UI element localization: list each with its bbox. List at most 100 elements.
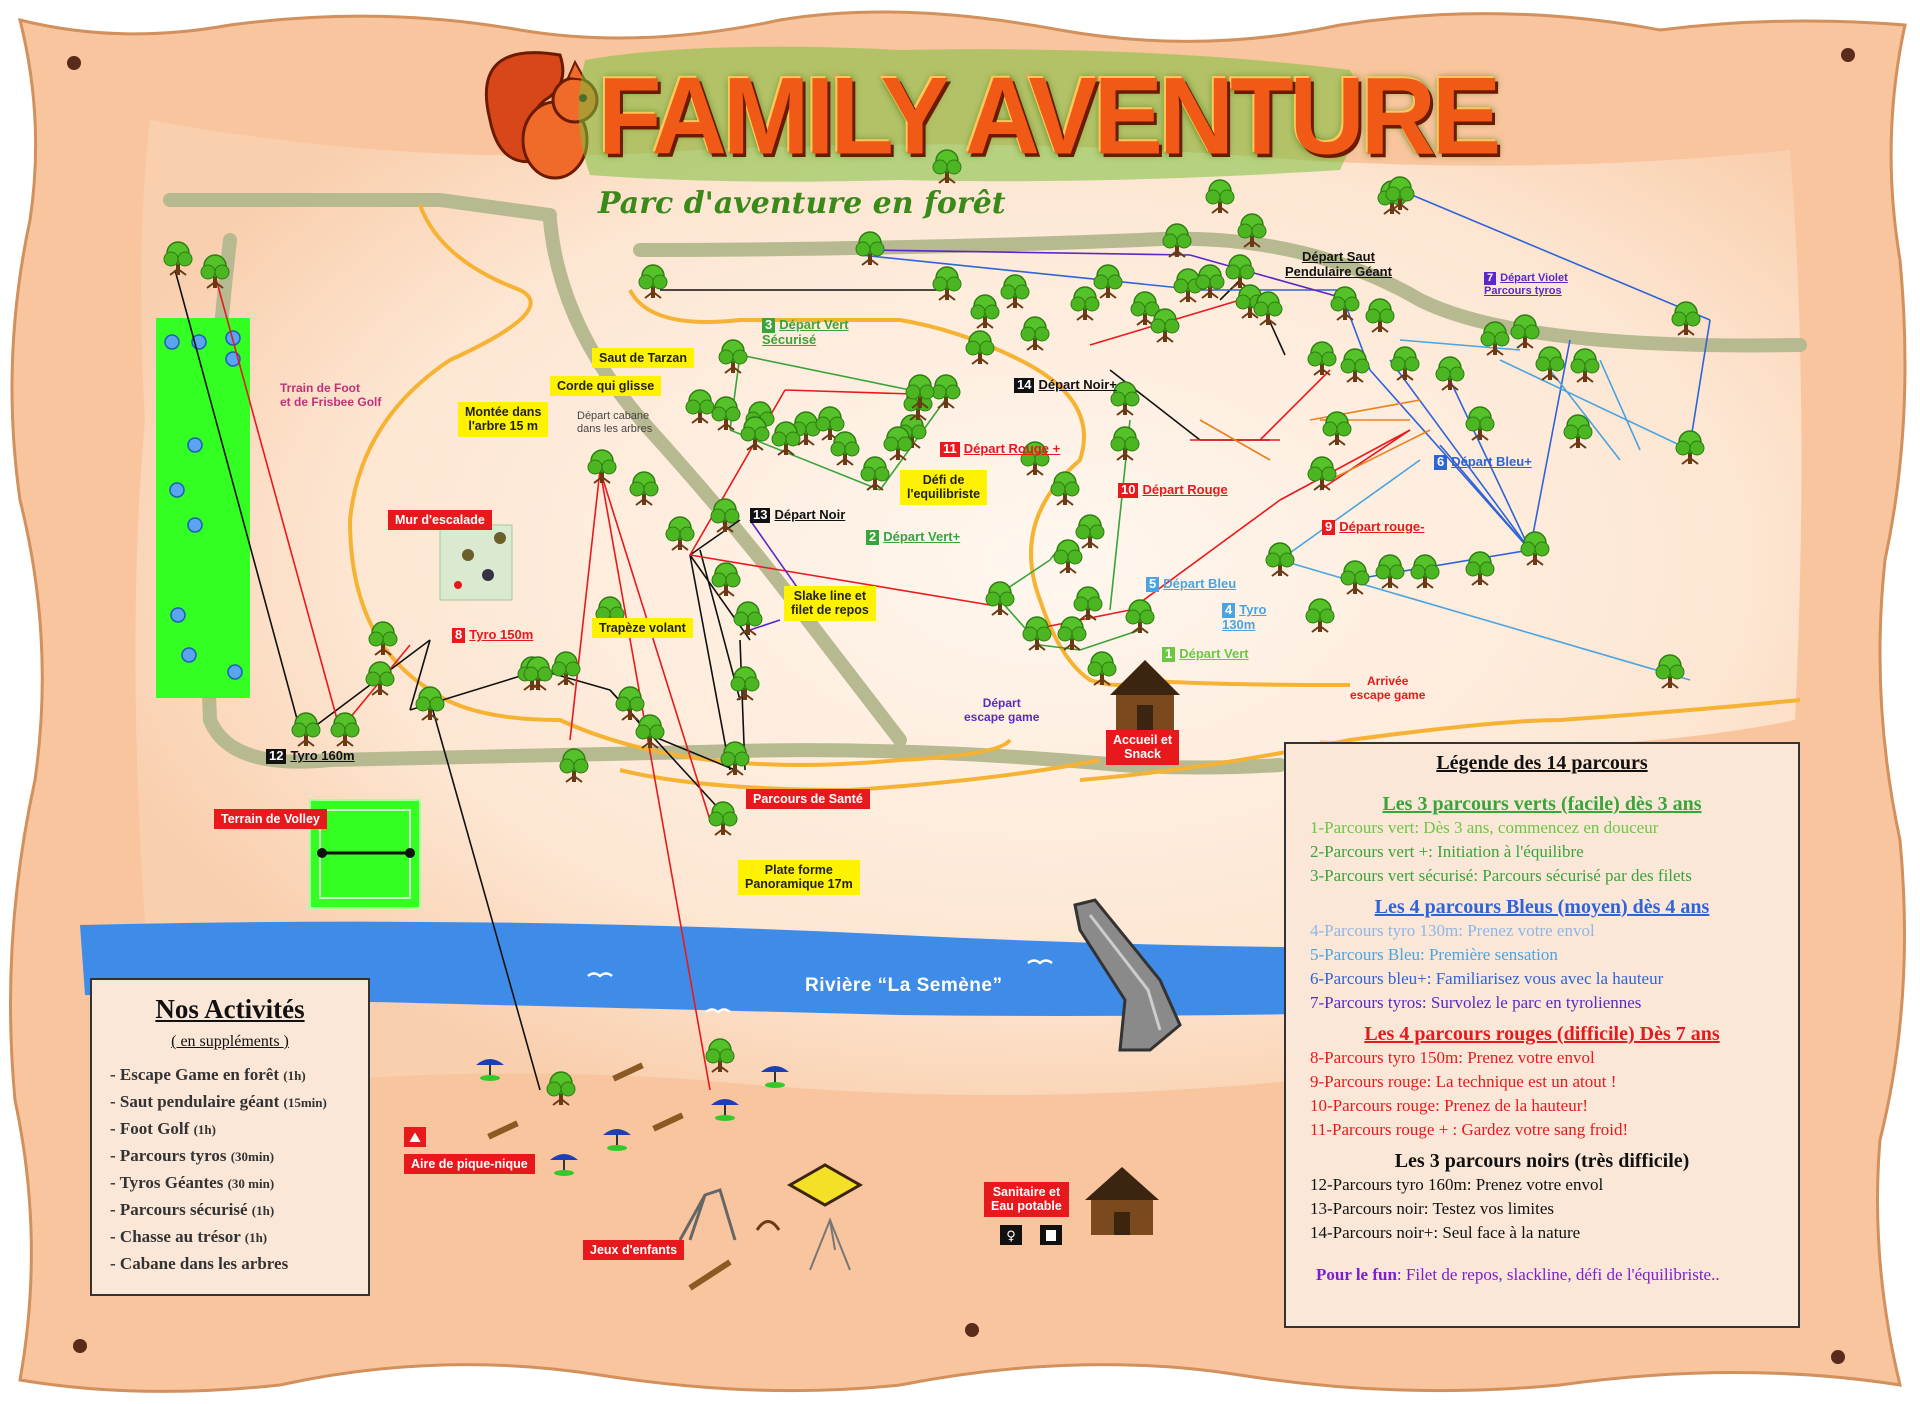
activity-item: - Tyros Géantes (30 min) — [110, 1173, 368, 1193]
legend-line: 1-Parcours vert: Dès 3 ans, commencez en… — [1310, 818, 1659, 837]
route-number-3: 3 — [762, 317, 776, 333]
label-sanitaire: Sanitaire et Eau potable — [984, 1182, 1069, 1217]
park-title: FAMILY AVENTURE — [598, 56, 1501, 178]
activity-item: - Foot Golf (1h) — [110, 1119, 368, 1139]
activity-duration: (30min) — [230, 1149, 275, 1164]
route-name-10: Départ Rouge — [1142, 482, 1228, 497]
swing-icon — [809, 1217, 851, 1271]
activity-item: - Parcours tyros (30min) — [110, 1146, 368, 1166]
route-name-8: Tyro 150m — [469, 627, 534, 642]
activities-title: Nos Activités — [155, 994, 305, 1024]
route-number-5: 5 — [1146, 576, 1160, 592]
label-trapeze: Trapèze volant — [592, 618, 693, 639]
activity-item: - Cabane dans les arbres — [110, 1254, 368, 1274]
route-number-6: 6 — [1434, 454, 1448, 470]
route-number-12: 12 — [266, 748, 287, 764]
route-number-8: 8 — [452, 627, 466, 643]
label-depart-saut: Départ Saut Pendulaire Géant — [1285, 249, 1392, 279]
legend-line: 13-Parcours noir: Testez vos limites — [1310, 1199, 1555, 1218]
cabin-icon — [1110, 660, 1180, 730]
football-field — [156, 318, 250, 698]
route-name-7: Départ Violet Parcours tyros — [1484, 272, 1568, 297]
climbing-wall-icon — [439, 524, 513, 601]
legend-panel: Légende des 14 parcours Les 3 parcours v… — [1284, 742, 1800, 1328]
activity-name: - Tyros Géantes — [110, 1173, 224, 1192]
legend-line: 4-Parcours tyro 130m: Prenez votre envol — [1310, 921, 1595, 940]
legend-line: 14-Parcours noir+: Seul face à la nature — [1310, 1223, 1581, 1242]
legend-line: 12-Parcours tyro 160m: Prenez votre envo… — [1310, 1175, 1604, 1194]
label-defi-equilibriste: Défi de l'equilibriste — [900, 470, 988, 505]
label-saut-tarzan: Saut de Tarzan — [592, 348, 694, 369]
legend-groups: Les 3 parcours verts (facile) dès 3 ans 1… — [1286, 793, 1798, 1245]
water-icon — [1040, 1225, 1062, 1245]
legend-line: 5-Parcours Bleu: Première sensation — [1310, 945, 1558, 964]
label-mur-escalade: Mur d'escalade — [388, 510, 492, 531]
activity-duration: (1h) — [244, 1230, 268, 1245]
bird-icon — [587, 959, 1053, 1014]
legend-group-heading: Les 4 parcours rouges (difficile) Dès 7 … — [1364, 1023, 1720, 1045]
route-name-4: Tyro 130m — [1222, 602, 1267, 632]
legend-line: 8-Parcours tyro 150m: Prenez votre envol — [1310, 1048, 1595, 1067]
label-corde-glisse: Corde qui glisse — [550, 376, 662, 397]
slide-icon — [678, 1188, 737, 1241]
activity-name: - Chasse au trésor — [110, 1227, 241, 1246]
legend-title: Légende des 14 parcours — [1436, 752, 1648, 774]
seesaw-icon — [688, 1259, 732, 1291]
label-arrivee-escape: Arrivée escape game — [1350, 674, 1426, 702]
route-number-14: 14 — [1014, 377, 1035, 393]
route-number-4: 4 — [1222, 602, 1236, 618]
legend-line: 11-Parcours rouge + : Gardez votre sang … — [1310, 1120, 1629, 1139]
route-number-1: 1 — [1162, 646, 1176, 662]
toilet-icon: ♀ — [1000, 1225, 1022, 1245]
route-name-1: Départ Vert — [1179, 646, 1249, 661]
activity-name: - Parcours sécurisé — [110, 1200, 248, 1219]
label-depart-cabane: Départ cabane dans les arbres — [577, 410, 653, 435]
route-number-11: 11 — [940, 441, 960, 457]
label-depart-escape: Départ escape game — [964, 696, 1040, 724]
activity-duration: (1h) — [251, 1203, 275, 1218]
legend-line: 7-Parcours tyros: Survolez le parc en ty… — [1310, 993, 1642, 1012]
activity-duration: (15min) — [283, 1095, 327, 1110]
legend-group-heading: Les 3 parcours noirs (très difficile) — [1394, 1150, 1690, 1172]
nail-icons — [67, 48, 1855, 1364]
route-name-11: Départ Rouge + — [963, 441, 1061, 456]
map-interior — [135, 120, 1802, 1100]
label-plate-forme: Plate forme Panoramique 17m — [738, 860, 860, 895]
route-number-10: 10 — [1118, 482, 1139, 498]
cabin-icon — [1085, 1167, 1159, 1235]
activity-name: - Foot Golf — [110, 1119, 190, 1138]
label-accueil: Accueil et Snack — [1106, 730, 1180, 765]
park-subtitle: Parc d'aventure en forêt — [598, 186, 1006, 221]
route-name-3: Départ Vert Sécurisé — [762, 317, 849, 347]
svg-text:⛰: ⛰ — [409, 1130, 421, 1146]
route-number-7: 7 — [1484, 272, 1497, 285]
legend-fun-label: Pour le fun — [1316, 1265, 1397, 1284]
label-pique-nique: Aire de pique-nique — [404, 1154, 535, 1175]
activity-item: - Saut pendulaire géant (15min) — [110, 1092, 368, 1112]
merry-go-round-icon — [755, 1220, 781, 1231]
svg-text:♀: ♀ — [1006, 1229, 1016, 1244]
activity-duration: (30 min) — [227, 1176, 275, 1191]
route-name-6: Départ Bleu+ — [1451, 454, 1532, 469]
activity-duration: (1h) — [193, 1122, 216, 1137]
activity-name: - Parcours tyros — [110, 1146, 227, 1165]
activity-name: - Cabane dans les arbres — [110, 1254, 289, 1273]
legend-line: 3-Parcours vert sécurisé: Parcours sécur… — [1310, 866, 1692, 885]
activities-subtitle: ( en suppléments ) — [171, 1033, 289, 1050]
bridge-icon — [1073, 898, 1182, 1052]
route-name-14: Départ Noir+ — [1038, 377, 1117, 392]
legend-group-heading: Les 3 parcours verts (facile) dès 3 ans — [1382, 793, 1702, 815]
legend-fun: Pour le fun: Filet de repos, slackline, … — [1316, 1265, 1798, 1285]
activity-item: - Escape Game en forêt (1h) — [110, 1065, 368, 1085]
